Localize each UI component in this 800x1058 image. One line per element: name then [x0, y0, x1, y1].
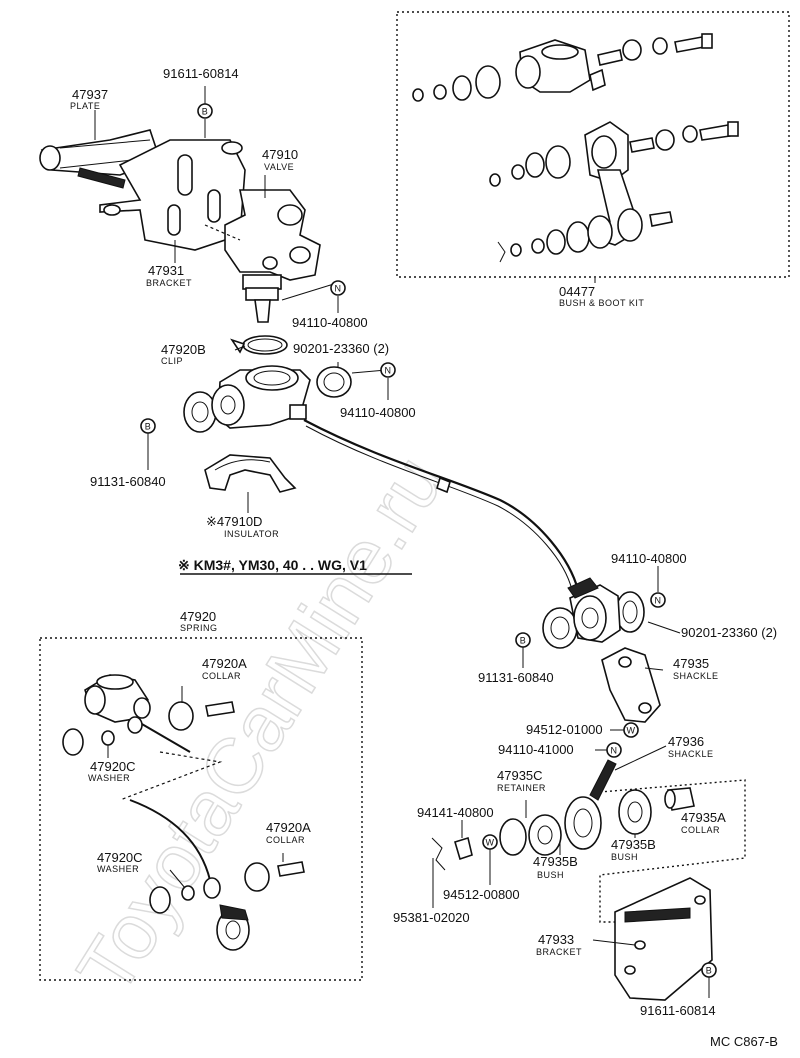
part-number: 90201-23360 (2)	[681, 625, 777, 640]
part-number: 90201-23360 (2)	[293, 341, 389, 356]
part-name: BUSH	[537, 870, 564, 880]
plate-bracket-assembly-drawing	[39, 129, 321, 323]
diagram-code: MC C867-B	[710, 1034, 778, 1049]
nut-marker: N	[650, 592, 666, 608]
part-number: ※47910D	[206, 514, 262, 529]
part-number: 47935B	[611, 837, 656, 852]
part-name: COLLAR	[266, 835, 305, 845]
part-number: 47920B	[161, 342, 206, 357]
part-name: COLLAR	[681, 825, 720, 835]
part-number: 47936	[668, 734, 704, 749]
part-number: 91611-60814	[163, 66, 239, 81]
spring-kit-box	[39, 637, 363, 981]
part-name: SPRING	[180, 623, 218, 633]
spring-kit-drawing	[62, 674, 305, 951]
washer-marker: W	[623, 722, 639, 738]
svg-text:N: N	[335, 284, 342, 294]
svg-text:W: W	[627, 726, 636, 736]
svg-text:N: N	[655, 596, 662, 606]
svg-text:N: N	[385, 366, 392, 376]
part-name: VALVE	[264, 162, 294, 172]
part-number: 94110-40800	[340, 405, 416, 420]
shackle-bush-drawing	[431, 577, 713, 1001]
leader-lines	[94, 86, 710, 998]
part-number: 94110-40800	[292, 315, 368, 330]
part-labels: 47937 PLATE 91611-60814 47910 VALVE 4793…	[70, 66, 778, 1049]
part-number: 94512-00800	[443, 887, 520, 902]
model-applicability-note: ※ KM3#, YM30, 40 . . WG, V1	[178, 557, 367, 573]
part-number: 04477	[559, 284, 595, 299]
part-name: SHACKLE	[673, 671, 719, 681]
part-number: 47920C	[97, 850, 143, 865]
part-number: 94110-40800	[611, 551, 687, 566]
control-cable-drawing	[303, 419, 580, 591]
part-number: 47931	[148, 263, 184, 278]
svg-text:W: W	[486, 838, 495, 848]
part-name: SHACKLE	[668, 749, 714, 759]
nut-marker: N	[606, 742, 622, 758]
part-number: 94512-01000	[526, 722, 603, 737]
bolt-marker: B	[701, 962, 717, 978]
bush-boot-kit-box	[396, 11, 790, 278]
part-number: 47920	[180, 609, 216, 624]
part-number: 47910	[262, 147, 298, 162]
part-number: 47920A	[202, 656, 247, 671]
part-number: 47935B	[533, 854, 578, 869]
svg-text:N: N	[611, 746, 618, 756]
part-number: 47933	[538, 932, 574, 947]
kit-contents-drawing	[412, 33, 739, 263]
bolt-marker: B	[515, 632, 531, 648]
part-number: 91131-60840	[478, 670, 554, 685]
bolt-marker: B	[197, 103, 213, 119]
washer-marker: W	[482, 834, 498, 850]
part-name: PLATE	[70, 101, 100, 111]
part-number: 47920A	[266, 820, 311, 835]
nut-marker: N	[380, 362, 396, 378]
part-name: RETAINER	[497, 783, 546, 793]
nut-marker: N	[330, 280, 346, 296]
part-number: 47935A	[681, 810, 726, 825]
marker-circles: B N N B N B W N W B	[140, 103, 717, 978]
part-number: 95381-02020	[393, 910, 470, 925]
clip-joint-drawing	[183, 335, 352, 493]
bush-collar-group-frame	[599, 779, 746, 923]
part-name: INSULATOR	[224, 529, 279, 539]
svg-text:B: B	[520, 636, 527, 646]
part-name: BRACKET	[536, 947, 582, 957]
part-number: 47935C	[497, 768, 543, 783]
bolt-marker: B	[140, 418, 156, 434]
part-number: 94141-40800	[417, 805, 494, 820]
part-name: WASHER	[97, 864, 139, 874]
part-name: COLLAR	[202, 671, 241, 681]
part-number: 91611-60814	[640, 1003, 716, 1018]
part-name: CLIP	[161, 356, 183, 366]
svg-text:B: B	[706, 966, 713, 976]
part-number: 47937	[72, 87, 108, 102]
part-number: 47935	[673, 656, 709, 671]
svg-text:B: B	[145, 422, 152, 432]
part-number: 91131-60840	[90, 474, 166, 489]
part-name: BUSH	[611, 852, 638, 862]
part-number: 94110-41000	[498, 742, 574, 757]
part-name: BRACKET	[146, 278, 192, 288]
part-number: 47920C	[90, 759, 136, 774]
part-name: BUSH & BOOT KIT	[559, 298, 644, 308]
part-name: WASHER	[88, 773, 130, 783]
svg-text:B: B	[202, 107, 209, 117]
